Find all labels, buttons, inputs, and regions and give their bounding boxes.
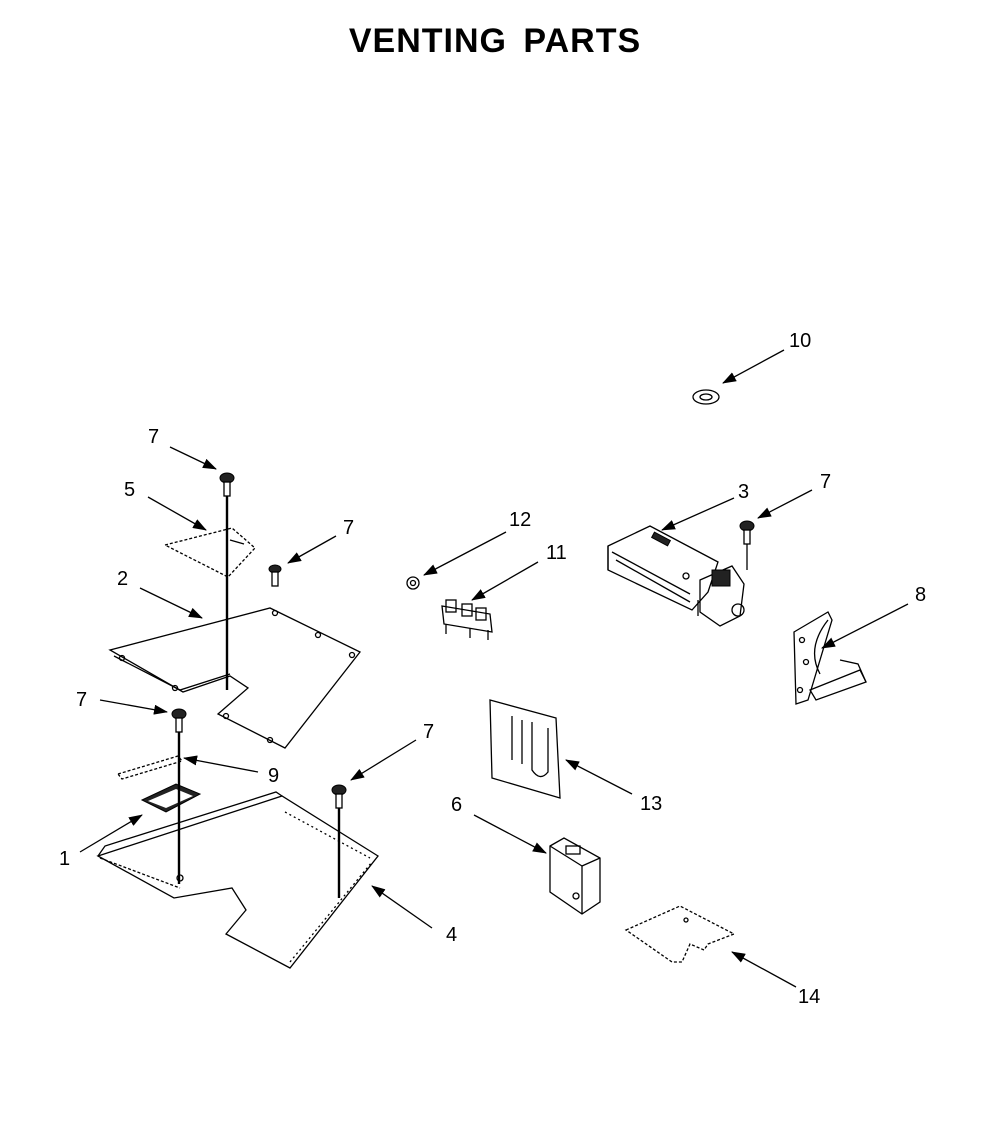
part-10-washer [692,389,720,405]
leader-7a [169,446,217,470]
part-7-screw-e [331,784,347,809]
callout-7: 7 [423,721,434,743]
part-2-panel [108,607,362,749]
part-5-plate [163,527,256,578]
part-13-insulation-sheet [489,699,561,799]
leader-4 [371,885,433,929]
callout-2: 2 [117,568,128,590]
part-9-gasket [116,755,184,780]
callout-7: 7 [148,426,159,448]
leader-10 [722,349,785,384]
callout-3: 3 [738,481,749,503]
callout-7: 7 [76,689,87,711]
leader-7c [757,489,813,519]
part-12-nut [406,576,420,590]
leader-9 [183,755,259,773]
part-7-screw-a [219,472,235,497]
callout-12: 12 [509,509,531,531]
part-14-plate [624,905,736,963]
callout-5: 5 [124,479,135,501]
leader-8 [821,603,909,649]
callout-11: 11 [546,542,567,564]
callout-14: 14 [798,986,820,1008]
part-7-screw-d [171,708,187,733]
diagram-title: VENTING PARTS [348,22,642,60]
callout-7: 7 [820,471,831,493]
leader-12 [423,531,507,576]
leader-7b [287,535,337,564]
part-8-bracket [793,611,867,705]
part-6-junction-box [549,837,601,915]
leader-1 [79,814,143,853]
callout-7: 7 [343,517,354,539]
part-3-vent-motor-assembly [607,525,745,627]
callout-9: 9 [268,765,279,787]
callout-1: 1 [59,848,70,870]
callout-13: 13 [640,793,662,815]
leader-11 [471,561,539,601]
leader-3 [661,497,735,531]
part-7-screw-b [268,564,282,587]
part-1-damper [140,783,202,813]
leader-7e [350,739,417,781]
leader-14 [731,951,797,988]
part-11-terminal-block [441,599,493,640]
leader-7d [99,699,168,715]
leader-13 [565,759,633,795]
callout-6: 6 [451,794,462,816]
callout-4: 4 [446,924,457,946]
part-4-base-panel [96,791,379,969]
callout-8: 8 [915,584,926,606]
callout-10: 10 [789,330,811,352]
part-7-screw-c [739,520,755,570]
leader-6 [473,814,547,854]
leader-5 [147,496,207,531]
leader-2 [139,587,203,619]
